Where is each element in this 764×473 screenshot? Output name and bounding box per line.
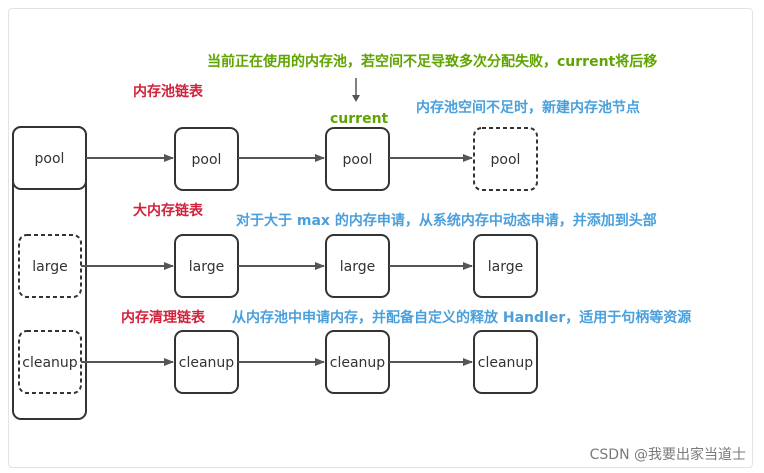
current-pointer-head (352, 95, 360, 102)
watermark: CSDN @我要出家当道士 (590, 446, 746, 463)
pool-chain-label: 内存池链表 (133, 83, 204, 100)
pool-node-new-label: pool (491, 152, 521, 168)
large-node-4-label: large (488, 259, 523, 275)
cleanup-chain-label: 内存清理链表 (121, 309, 206, 326)
cleanup-note: 从内存池中申请内存，并配备自定义的释放 Handler，适用于句柄等资源 (232, 309, 691, 326)
head-large-label: large (32, 259, 67, 275)
current-label: current (330, 111, 389, 127)
large-note: 对于大于 max 的内存申请，从系统内存中动态申请，并添加到头部 (236, 212, 657, 229)
pool-new-note: 内存池空间不足时，新建内存池节点 (416, 99, 640, 116)
cleanup-node-2-label: cleanup (179, 355, 235, 371)
figure-frame (8, 8, 753, 468)
cleanup-node-4 (473, 330, 538, 394)
head-pool-label: pool (35, 151, 65, 167)
current-note: 当前正在使用的内存池，若空间不足导致多次分配失败，current将后移 (207, 53, 657, 70)
pool-node-2-label: pool (192, 152, 222, 168)
pool-node-3-label: pool (343, 152, 373, 168)
cleanup-node-4-label: cleanup (478, 355, 534, 371)
large-node-4 (473, 234, 538, 298)
head-large-node (18, 234, 82, 298)
head-cleanup-node (18, 330, 82, 394)
large-node-2-label: large (189, 259, 224, 275)
head-cleanup-label: cleanup (22, 355, 78, 371)
cleanup-node-3-label: cleanup (330, 355, 386, 371)
pool-node-new (473, 127, 538, 191)
large-node-3-label: large (340, 259, 375, 275)
large-chain-label: 大内存链表 (133, 202, 204, 219)
